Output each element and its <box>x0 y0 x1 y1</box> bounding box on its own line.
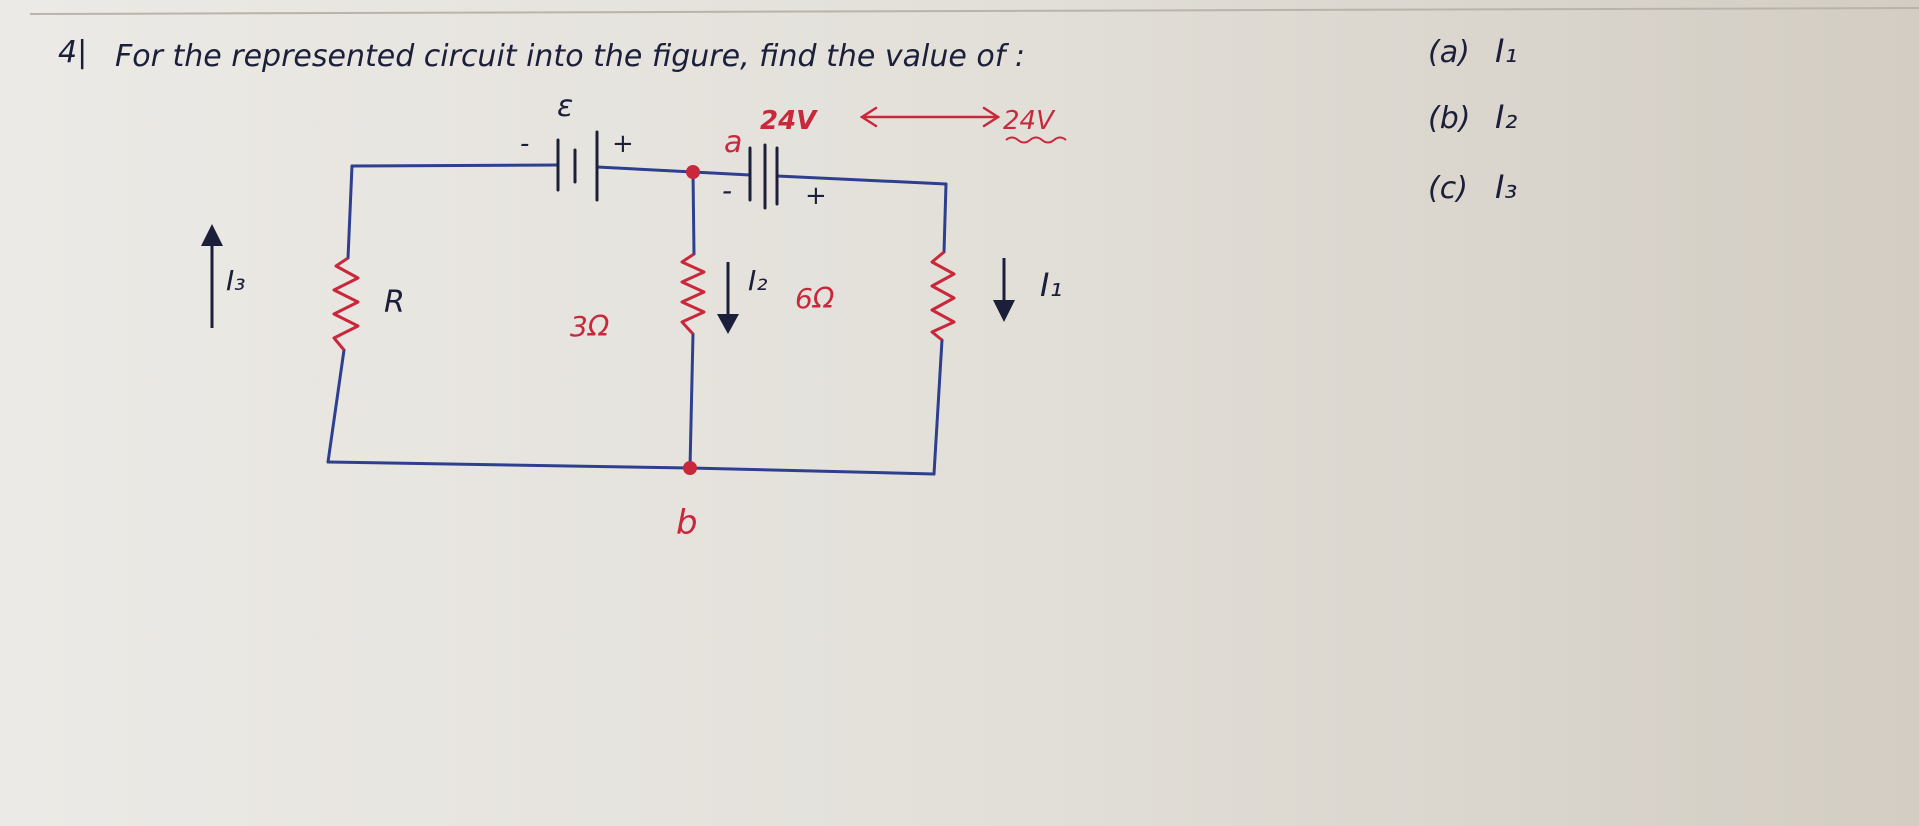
wire-left-upper <box>346 164 354 260</box>
problem-number: 4| <box>58 35 87 70</box>
part-a-label: (a) <box>1428 35 1470 70</box>
page-top-edge <box>29 7 1919 15</box>
resistors <box>332 250 956 351</box>
part-a-symbol: I₁ <box>1495 32 1517 70</box>
voltage-left-label: 24V <box>760 106 818 136</box>
wire-right-lower <box>932 338 944 476</box>
resistor-r-label: R <box>384 285 405 320</box>
emf-label: ε <box>557 89 573 124</box>
battery2-minus-sign: - <box>722 174 732 207</box>
current-i1-label: I₁ <box>1040 266 1062 304</box>
voltage-right-label: 24V <box>1003 106 1056 136</box>
battery1-minus-sign: - <box>520 129 529 159</box>
circuit-wires <box>326 163 948 476</box>
problem-text: For the represented circuit into the fig… <box>115 39 1025 74</box>
node-a-label: a <box>724 125 742 160</box>
voltage-underline-squiggle <box>1005 136 1067 144</box>
wire-bottom-right <box>688 466 936 476</box>
wire-top-right <box>775 174 948 186</box>
part-b-label: (b) <box>1428 101 1470 136</box>
current-i2-arrow <box>717 262 739 334</box>
current-i2-label: I₂ <box>748 264 767 297</box>
resistor-3ohm-label: 3Ω <box>570 310 610 343</box>
double-arrow <box>859 106 1001 128</box>
resistor-6ohm-label: 6Ω <box>795 282 835 315</box>
current-i3-label: I₃ <box>226 264 245 297</box>
current-i1-arrow <box>993 258 1015 322</box>
wire-middle-upper <box>691 170 696 256</box>
resistor-r <box>332 256 360 351</box>
resistor-6ohm <box>930 250 956 342</box>
wire-middle-lower <box>688 332 695 470</box>
node-b-dot <box>683 461 697 475</box>
node-b-label: b <box>676 503 698 543</box>
current-i3-arrow <box>201 224 223 328</box>
part-c-label: (c) <box>1428 171 1468 206</box>
wire-a-to-battery2 <box>691 170 752 177</box>
node-a-dot <box>686 165 700 179</box>
wire-battery1-to-a <box>595 165 695 174</box>
wire-left-lower <box>326 348 346 464</box>
problem-statement: 4| For the represented circuit into the … <box>58 32 1517 206</box>
wire-right-upper <box>942 182 948 254</box>
battery2-plus-sign: + <box>805 181 827 211</box>
battery1-plus-sign: + <box>612 129 634 159</box>
battery-emf <box>556 130 599 202</box>
voltage-annotation: 24V 24V <box>760 106 1067 144</box>
wire-top-left <box>350 163 560 168</box>
part-c-symbol: I₃ <box>1495 168 1517 206</box>
part-b-symbol: I₂ <box>1495 98 1517 136</box>
battery-24v <box>748 143 779 210</box>
wire-bottom-left <box>326 460 692 470</box>
resistor-3ohm <box>680 252 706 336</box>
